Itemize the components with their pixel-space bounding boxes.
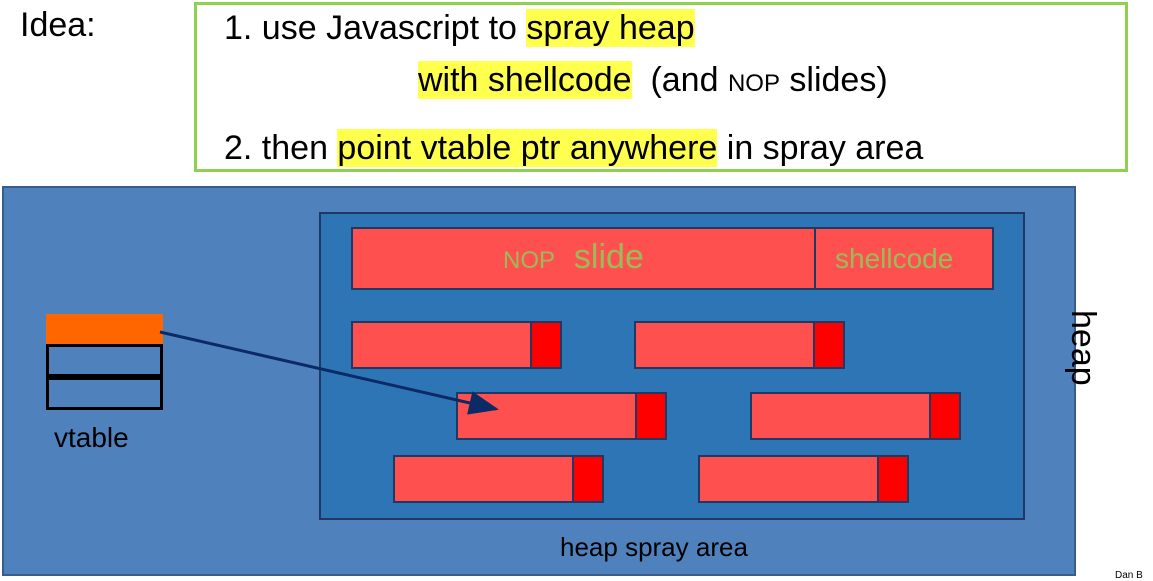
vtable-label: vtable [54, 422, 129, 453]
nop-slide-label: NOP slide [503, 238, 644, 277]
spray-block-end [572, 455, 604, 503]
heap-label: heap [1064, 310, 1102, 386]
spray-block-end [877, 455, 909, 503]
shellcode-label: shellcode [835, 243, 954, 274]
step-1-highlight: spray heap [526, 9, 695, 47]
step-1-highlight-2: with shellcode [418, 61, 632, 99]
idea-box: 1. use Javascript to spray heap with she… [194, 2, 1128, 172]
step-1-line-2: with shellcode (and NOP slides) [418, 61, 888, 100]
step-2-highlight: point vtable ptr anywhere [337, 129, 718, 167]
step-1-suffix-close: slides) [779, 61, 888, 99]
step-2-prefix: 2. then [224, 129, 338, 167]
spray-block [750, 392, 931, 440]
spray-block [351, 321, 532, 369]
idea-label: Idea: [20, 6, 96, 44]
vtable-pointer-arrow [159, 330, 499, 415]
spray-block-end [813, 321, 845, 369]
vtable-pointer-entry [46, 314, 163, 347]
credit-label: Dan B [1115, 570, 1143, 581]
spray-block [634, 321, 815, 369]
slide-label: slide [573, 238, 644, 276]
step-1-prefix: 1. use Javascript to [224, 9, 527, 47]
shellcode-block [814, 227, 994, 290]
step-1-nop: NOP [727, 70, 780, 97]
nop-small-label: NOP [503, 247, 556, 274]
spray-block [393, 455, 574, 503]
heap-spray-area-label: heap spray area [560, 532, 748, 562]
vtable-entry [46, 377, 163, 410]
nop-slide-block [351, 227, 816, 290]
step-1-line: 1. use Javascript to spray heap [224, 9, 695, 48]
vtable-entry [46, 344, 163, 377]
spray-block-end [929, 392, 961, 440]
step-2-line: 2. then point vtable ptr anywhere in spr… [224, 129, 923, 168]
spray-block-end [530, 321, 562, 369]
step-1-suffix-open: (and [631, 61, 728, 99]
step-2-suffix: in spray area [717, 129, 924, 167]
spray-block-end [635, 392, 667, 440]
